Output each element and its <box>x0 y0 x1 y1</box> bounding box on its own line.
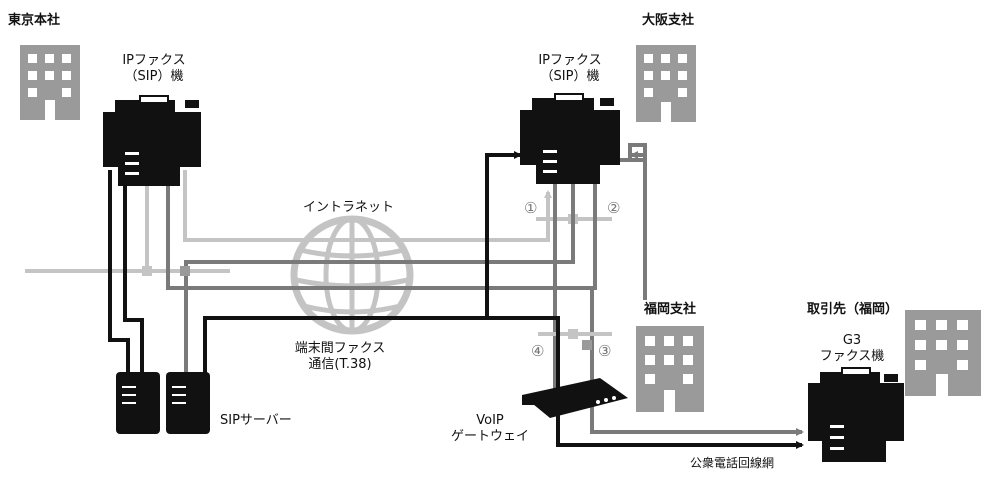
pstn-label: 公衆電話回線網 <box>690 456 775 470</box>
intranet-label: イントラネット <box>303 200 395 215</box>
g3-fax-label-line1: G3 <box>842 333 862 348</box>
osaka-right-arrow <box>630 151 647 300</box>
ip-fax-machine-icon-osaka <box>520 93 620 184</box>
sip-server-label: SIPサーバー <box>220 413 292 428</box>
ip-fax-tokyo-label: IPファクス （SIP）機 <box>114 53 194 85</box>
ip-fax-tokyo-label-line2: （SIP）機 <box>124 69 184 84</box>
building-icon-osaka <box>636 45 696 122</box>
direct-fax-label-line1: 端末間ファクス <box>294 341 386 356</box>
direct-fax-label-line2: 通信(T.38) <box>308 357 372 372</box>
voip-gateway-icon <box>522 378 628 418</box>
location-label-osaka: 大阪支社 <box>642 13 695 28</box>
intranet-globe-icon <box>290 215 414 335</box>
sip-server-icon <box>116 372 210 434</box>
voip-gateway-label-line2: ゲートウェイ <box>450 429 529 444</box>
building-icon-fukuoka <box>636 326 704 412</box>
path-2-gray <box>166 143 804 436</box>
ip-fax-machine-icon-tokyo <box>103 95 201 186</box>
g3-fax-label: G3 ファクス機 <box>812 333 892 365</box>
g3-fax-machine-icon <box>808 367 904 462</box>
location-label-partner: 取引先（福岡） <box>807 302 899 317</box>
marker-1: ① <box>524 199 538 217</box>
voip-gateway-label-line1: VoIP <box>476 413 504 428</box>
location-label-fukuoka: 福岡支社 <box>644 302 697 317</box>
building-icon-tokyo <box>20 45 80 120</box>
ip-fax-osaka-label-line1: IPファクス <box>538 53 602 68</box>
marker-4: ④ <box>531 342 545 360</box>
voip-gateway-label: VoIP ゲートウェイ <box>440 413 540 445</box>
ip-fax-osaka-label-line2: （SIP）機 <box>540 69 600 84</box>
g3-fax-label-line2: ファクス機 <box>819 349 885 364</box>
ip-fax-tokyo-label-line1: IPファクス <box>122 53 186 68</box>
location-label-tokyo: 東京本社 <box>8 13 61 28</box>
ip-fax-osaka-label: IPファクス （SIP）機 <box>530 53 610 85</box>
building-icon-partner <box>905 310 981 396</box>
marker-3: ③ <box>598 342 612 360</box>
direct-fax-label: 端末間ファクス 通信(T.38) <box>280 341 400 373</box>
marker-2: ② <box>607 199 621 217</box>
path-4-black <box>108 151 804 449</box>
